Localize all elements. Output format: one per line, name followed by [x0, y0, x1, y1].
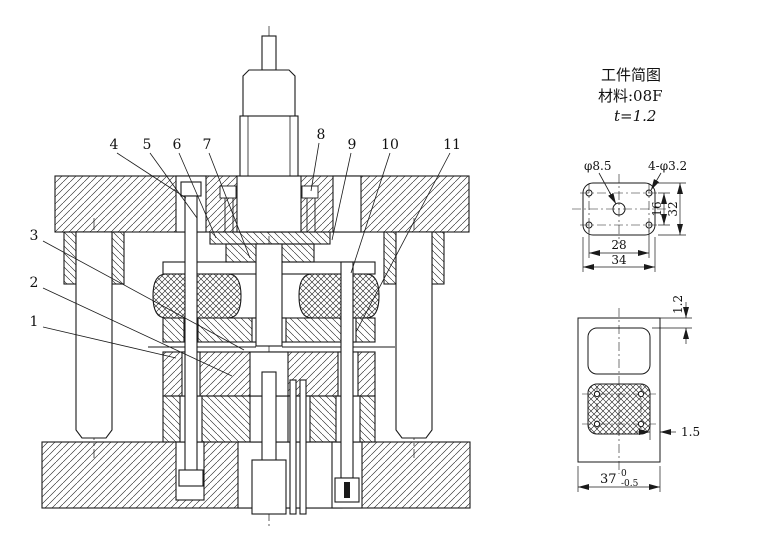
section-hole [637, 390, 645, 398]
workpiece-section-view: 1.2 1.5 37 0 -0.5 [577, 295, 700, 492]
top-view-leaders [598, 172, 662, 205]
callout-label-2: 2 [30, 275, 39, 291]
workpiece-top-view: φ8.5 4-φ3.2 16 32 28 34 [572, 159, 687, 272]
workpiece-outline [582, 182, 656, 236]
upper-die-shoe [54, 175, 470, 233]
die-shank [239, 35, 299, 177]
dim-37-tol-lower: -0.5 [621, 479, 639, 489]
workpiece-material: 材料:08F [598, 87, 663, 105]
dim-28: 28 [611, 238, 626, 252]
callout-numbers: 1 2 3 4 5 6 7 8 9 10 11 [30, 127, 461, 330]
callout-label-7: 7 [203, 137, 212, 153]
callout-label-3: 3 [30, 228, 39, 244]
dim-1-2: 1.2 [671, 295, 685, 314]
fixing-screws [219, 185, 319, 232]
section-hole [593, 420, 601, 428]
top-view-centerlines [572, 174, 666, 244]
guide-pillar-left [75, 231, 113, 439]
section-hole [593, 390, 601, 398]
callout-leader-lines [42, 142, 451, 377]
workpiece-info: 工件简图 材料:08F t=1.2 [598, 66, 663, 125]
rubber-block-right [298, 273, 380, 319]
section-recess [587, 327, 651, 375]
bolt-right [334, 261, 360, 503]
workpiece-thickness: t=1.2 [614, 107, 656, 125]
callout-label-8: 8 [317, 127, 326, 143]
bolt-left [178, 181, 204, 487]
section-dim-labels: 1.2 1.5 37 0 -0.5 [600, 295, 700, 489]
top-view-dimensions [582, 182, 686, 272]
dim-corner-holes: 4-φ3.2 [648, 159, 687, 173]
dim-center-hole: φ8.5 [584, 159, 612, 173]
dim-32: 32 [666, 201, 680, 216]
section-hatched-face [587, 383, 651, 435]
top-view-dim-labels: φ8.5 4-φ3.2 16 32 28 34 [584, 159, 687, 267]
callout-label-5: 5 [143, 137, 152, 153]
section-hole [637, 420, 645, 428]
die-assembly-view [41, 26, 471, 526]
dim-37-tol-upper: 0 [621, 469, 627, 479]
dim-34: 34 [611, 253, 627, 267]
dim-1-5: 1.5 [681, 425, 700, 439]
callout-label-11: 11 [443, 137, 461, 153]
section-outline [577, 317, 661, 463]
callout-label-9: 9 [348, 137, 357, 153]
callout-label-1: 1 [30, 314, 39, 330]
workpiece-title: 工件简图 [601, 66, 661, 84]
dim-16: 16 [650, 201, 664, 216]
guide-pillar-right [395, 231, 433, 439]
section-dimensions [577, 302, 692, 492]
dim-37: 37 [600, 472, 617, 487]
callout-label-6: 6 [173, 137, 182, 153]
punch [255, 243, 283, 347]
callout-label-4: 4 [110, 137, 119, 153]
callout-label-10: 10 [381, 137, 399, 153]
center-hole [612, 202, 626, 216]
corner-hole [585, 189, 593, 197]
corner-hole [645, 189, 653, 197]
ejector-assembly [251, 371, 307, 515]
